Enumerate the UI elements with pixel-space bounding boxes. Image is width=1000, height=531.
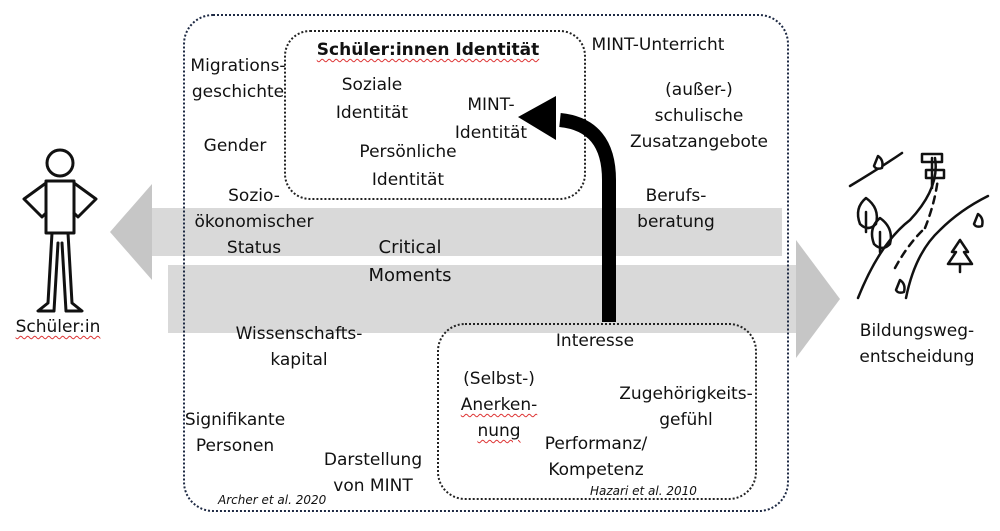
left-arrow-shaft <box>152 208 782 256</box>
performance-competence: Performanz/ Kompetenz <box>544 434 648 480</box>
mint-identity: MINT- Identität <box>454 95 528 143</box>
path-decision-icon <box>848 151 990 300</box>
socioeconomic-status: Sozio- ökonomischer Status <box>194 186 314 258</box>
student-label: Schüler:in <box>15 317 101 337</box>
gender: Gender <box>203 136 267 156</box>
critical-moments-line1: Critical <box>378 237 442 258</box>
student-figure-icon <box>22 148 98 313</box>
citation-hazari: Hazari et al. 2010 <box>590 484 697 498</box>
belonging: Zugehörigkeits- gefühl <box>619 384 753 430</box>
social-identity: Soziale Identität <box>335 75 409 123</box>
significant-persons: Signifikante Personen <box>184 410 286 456</box>
right-arrow-shaft <box>168 265 796 333</box>
left-arrow <box>110 184 782 280</box>
recognition-line1: (Selbst-) <box>463 369 535 389</box>
interest-title: Interesse <box>555 331 635 351</box>
education-decision-label: Bildungsweg- entscheidung <box>859 321 975 367</box>
science-capital: Wissenschafts- kapital <box>235 324 363 370</box>
mint-representation: Darstellung von MINT <box>323 450 423 496</box>
citation-archer: Archer et al. 2020 <box>218 493 327 507</box>
mint-lessons: MINT-Unterricht <box>591 35 725 55</box>
left-arrow-head <box>110 184 152 280</box>
identity-box-title: Schüler:innen Identität <box>316 40 540 60</box>
personal-identity: Persönliche Identität <box>359 142 457 190</box>
interest-box <box>437 323 757 500</box>
outer-frame <box>183 14 789 512</box>
recognition-line3: nung <box>477 421 521 441</box>
migration-history: Migrations- geschichte <box>190 56 286 102</box>
extracurricular-offers: (außer-) schulische Zusatzangebote <box>629 80 769 152</box>
identity-box <box>284 30 586 200</box>
recognition-line2: Anerken- <box>460 395 538 415</box>
career-counseling: Berufs- beratung <box>637 186 715 232</box>
critical-moments-line2: Moments <box>368 265 452 286</box>
curved-arrow-head <box>518 96 556 140</box>
right-arrow <box>168 240 840 358</box>
curved-arrow-shaft <box>558 113 616 322</box>
right-arrow-head <box>796 240 840 358</box>
